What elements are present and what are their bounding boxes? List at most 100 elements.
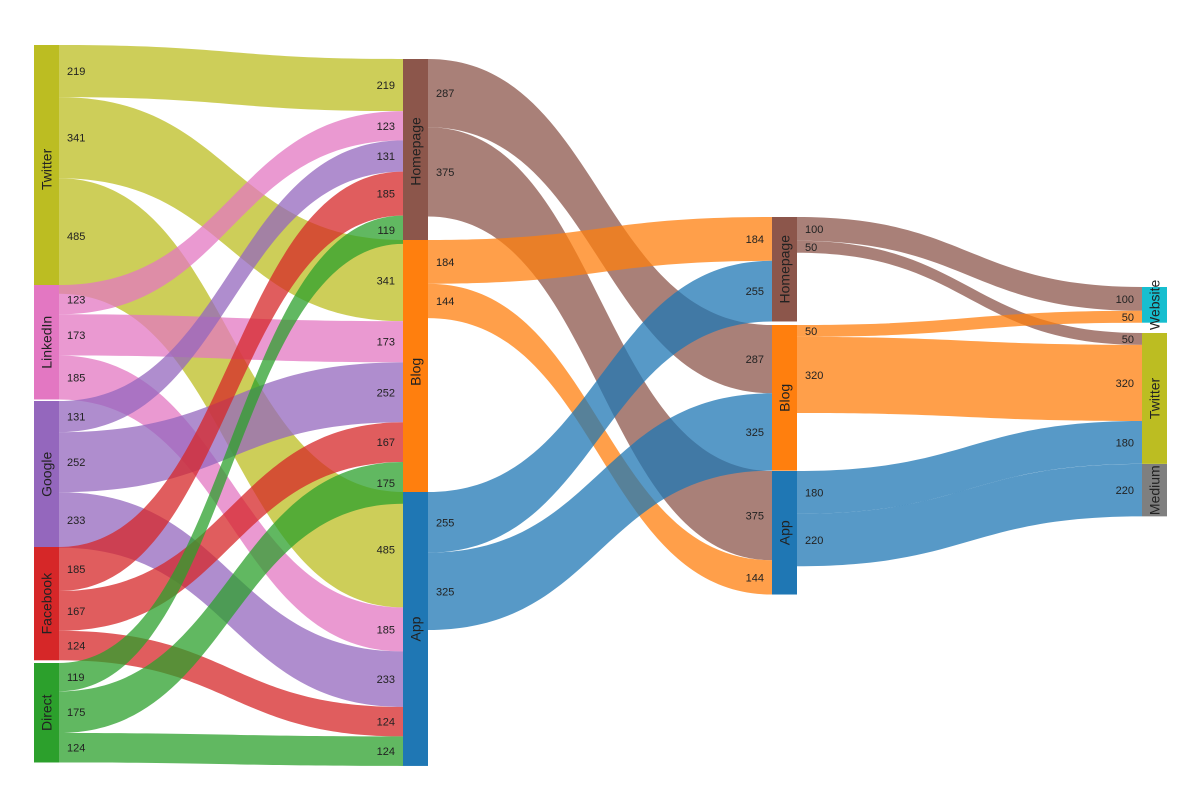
link-value-target-tw1-to-ap1: 485: [377, 545, 395, 557]
link-value-source-di-to-ap1: 124: [67, 743, 85, 755]
node-label-bl2: Blog: [777, 384, 793, 412]
link-value-source-bl1-to-ap2: 144: [436, 296, 454, 308]
link-li-to-bl1: [59, 314, 403, 363]
node-label-ap2: App: [777, 520, 793, 545]
link-value-source-ap1-to-hp2: 255: [436, 517, 454, 529]
link-value-source-bl1-to-hp2: 184: [436, 257, 454, 269]
link-value-source-bl2-to-web: 50: [805, 326, 817, 338]
link-value-target-ap2-to-me: 220: [1116, 485, 1134, 497]
link-go-to-hp1: [59, 140, 403, 433]
link-value-source-ap2-to-tw2: 180: [805, 487, 823, 499]
link-value-source-tw1-to-hp1: 219: [67, 66, 85, 78]
link-di-to-hp1: [59, 215, 403, 692]
node-label-hp2: Homepage: [777, 235, 793, 304]
link-ap2-to-me: [797, 464, 1142, 567]
link-value-source-tw1-to-ap1: 485: [67, 231, 85, 243]
link-value-target-hp1-to-bl2: 287: [746, 354, 764, 366]
link-value-target-hp2-to-tw2: 50: [1122, 334, 1134, 346]
node-label-fb: Facebook: [39, 572, 55, 634]
link-hp2-to-tw2: [797, 240, 1142, 345]
link-value-target-tw1-to-bl1: 341: [377, 276, 395, 288]
link-value-target-go-to-hp1: 131: [377, 151, 395, 163]
node-ap1: [403, 492, 428, 766]
link-fb-to-bl1: [59, 422, 403, 631]
node-bl1: [403, 240, 428, 504]
node-li: [34, 285, 59, 400]
link-value-source-ap1-to-bl2: 325: [436, 586, 454, 598]
link-value-source-hp2-to-web: 100: [805, 224, 823, 236]
node-label-me: Medium: [1147, 465, 1163, 515]
link-value-target-go-to-bl1: 252: [377, 387, 395, 399]
link-ap2-to-tw2: [797, 421, 1142, 514]
link-value-source-go-to-ap1: 233: [67, 515, 85, 527]
link-value-target-li-to-hp1: 123: [377, 121, 395, 133]
link-bl2-to-tw2: [797, 336, 1142, 422]
link-value-target-di-to-ap1: 124: [377, 746, 395, 758]
label-layer: 219 219 341 341 485 485 123 123 173 173 185 185 131 1…: [67, 66, 1134, 758]
link-value-source-fb-to-bl1: 167: [67, 606, 85, 618]
link-value-source-go-to-hp1: 131: [67, 412, 85, 424]
node-me: [1142, 464, 1167, 517]
link-value-target-hp1-to-ap2: 375: [746, 511, 764, 523]
link-value-target-go-to-ap1: 233: [377, 674, 395, 686]
link-value-target-fb-to-bl1: 167: [377, 437, 395, 449]
link-fb-to-ap1: [59, 630, 403, 737]
node-di: [34, 663, 59, 763]
link-value-source-tw1-to-bl1: 341: [67, 133, 85, 145]
node-label-tw1: Twitter: [39, 148, 55, 190]
link-ap1-to-bl2: [428, 393, 772, 631]
node-tw2: [1142, 333, 1167, 464]
link-value-source-li-to-bl1: 173: [67, 330, 85, 342]
link-value-target-di-to-bl1: 175: [377, 478, 395, 490]
link-value-source-hp1-to-ap2: 375: [436, 167, 454, 179]
link-value-source-bl2-to-tw2: 320: [805, 370, 823, 382]
link-value-target-bl1-to-ap2: 144: [746, 572, 764, 584]
link-li-to-ap1: [59, 355, 403, 652]
node-ap2: [772, 471, 797, 595]
link-value-target-ap2-to-tw2: 180: [1116, 437, 1134, 449]
link-value-target-fb-to-hp1: 185: [377, 189, 395, 201]
link-bl2-to-web: [797, 310, 1142, 337]
node-go: [34, 401, 59, 548]
link-value-target-li-to-bl1: 173: [377, 337, 395, 349]
node-fb: [34, 547, 59, 661]
node-hp2: [772, 217, 797, 322]
link-value-source-li-to-hp1: 123: [67, 295, 85, 307]
node-label-di: Direct: [39, 694, 55, 731]
node-hp1: [403, 59, 428, 244]
link-value-source-hp2-to-tw2: 50: [805, 242, 817, 254]
node-label-go: Google: [39, 452, 55, 497]
node-label-hp1: Homepage: [408, 117, 424, 186]
link-value-target-ap1-to-bl2: 325: [746, 427, 764, 439]
link-value-source-li-to-ap1: 185: [67, 372, 85, 384]
link-fb-to-hp1: [59, 171, 403, 592]
link-value-source-di-to-hp1: 119: [67, 672, 85, 684]
link-value-target-hp2-to-web: 100: [1116, 294, 1134, 306]
link-value-source-fb-to-hp1: 185: [67, 564, 85, 576]
node-label-ap1: App: [408, 616, 424, 641]
link-di-to-bl1: [59, 462, 403, 733]
link-value-source-fb-to-ap1: 124: [67, 641, 85, 653]
link-value-target-li-to-ap1: 185: [377, 624, 395, 636]
link-layer: [59, 45, 1142, 766]
link-value-source-di-to-bl1: 175: [67, 707, 85, 719]
link-li-to-hp1: [59, 111, 403, 315]
link-ap1-to-hp2: [428, 260, 772, 553]
node-label-web: Website: [1147, 279, 1163, 330]
link-value-target-di-to-hp1: 119: [377, 225, 395, 237]
link-value-target-tw1-to-hp1: 219: [377, 80, 395, 92]
link-bl1-to-hp2: [428, 217, 772, 284]
link-value-target-ap1-to-hp2: 255: [746, 286, 764, 298]
link-bl1-to-ap2: [428, 283, 772, 595]
link-value-target-bl2-to-web: 50: [1122, 312, 1134, 324]
link-value-target-fb-to-ap1: 124: [377, 717, 395, 729]
link-value-source-go-to-bl1: 252: [67, 457, 85, 469]
link-value-target-bl1-to-hp2: 184: [746, 234, 764, 246]
link-go-to-bl1: [59, 362, 403, 493]
link-value-source-hp1-to-bl2: 287: [436, 88, 454, 100]
node-bl2: [772, 325, 797, 471]
node-label-li: LinkedIn: [39, 316, 55, 369]
node-label-bl1: Blog: [408, 358, 424, 386]
